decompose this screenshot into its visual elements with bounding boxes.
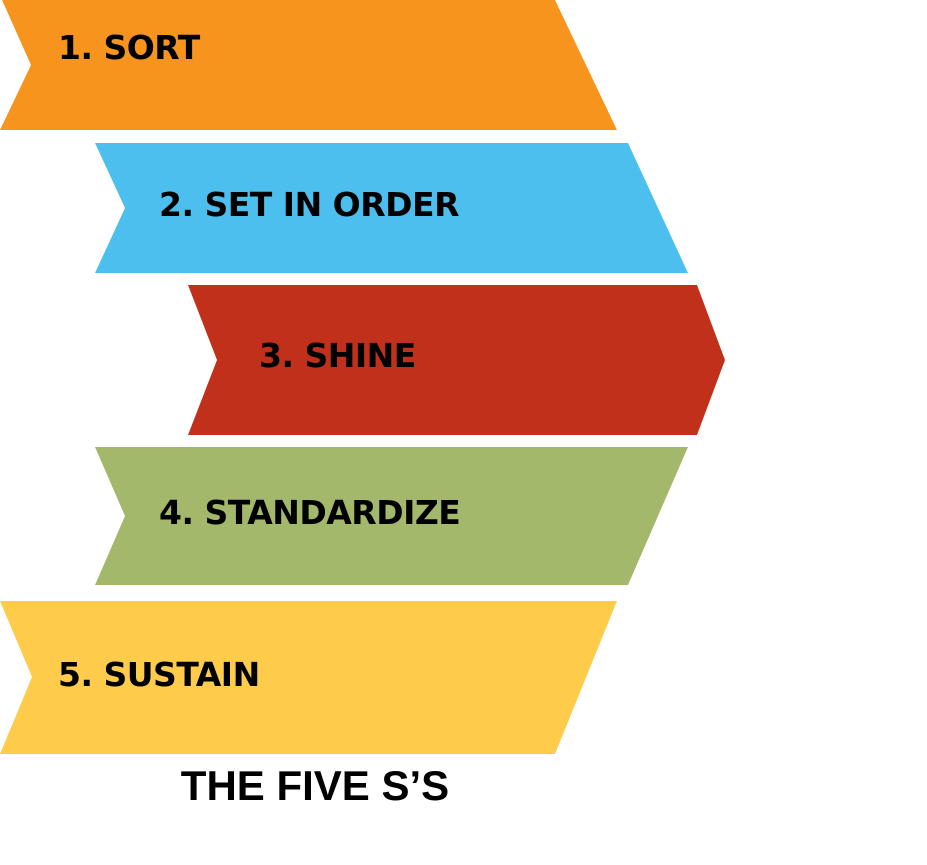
step-2-chevron bbox=[95, 143, 688, 273]
step-4-chevron bbox=[95, 447, 688, 585]
diagram-title: THE FIVE S’S bbox=[180, 762, 450, 809]
step-3-label: 3. SHINE bbox=[259, 336, 416, 375]
step-1-label: 1. SORT bbox=[58, 28, 200, 67]
step-1-chevron bbox=[0, 0, 617, 130]
step-5-chevron bbox=[0, 601, 617, 754]
step-3-chevron bbox=[188, 285, 725, 435]
step-5-label: 5. SUSTAIN bbox=[58, 655, 260, 694]
step-2-label: 2. SET IN ORDER bbox=[159, 185, 460, 224]
step-4-label: 4. STANDARDIZE bbox=[159, 493, 461, 532]
